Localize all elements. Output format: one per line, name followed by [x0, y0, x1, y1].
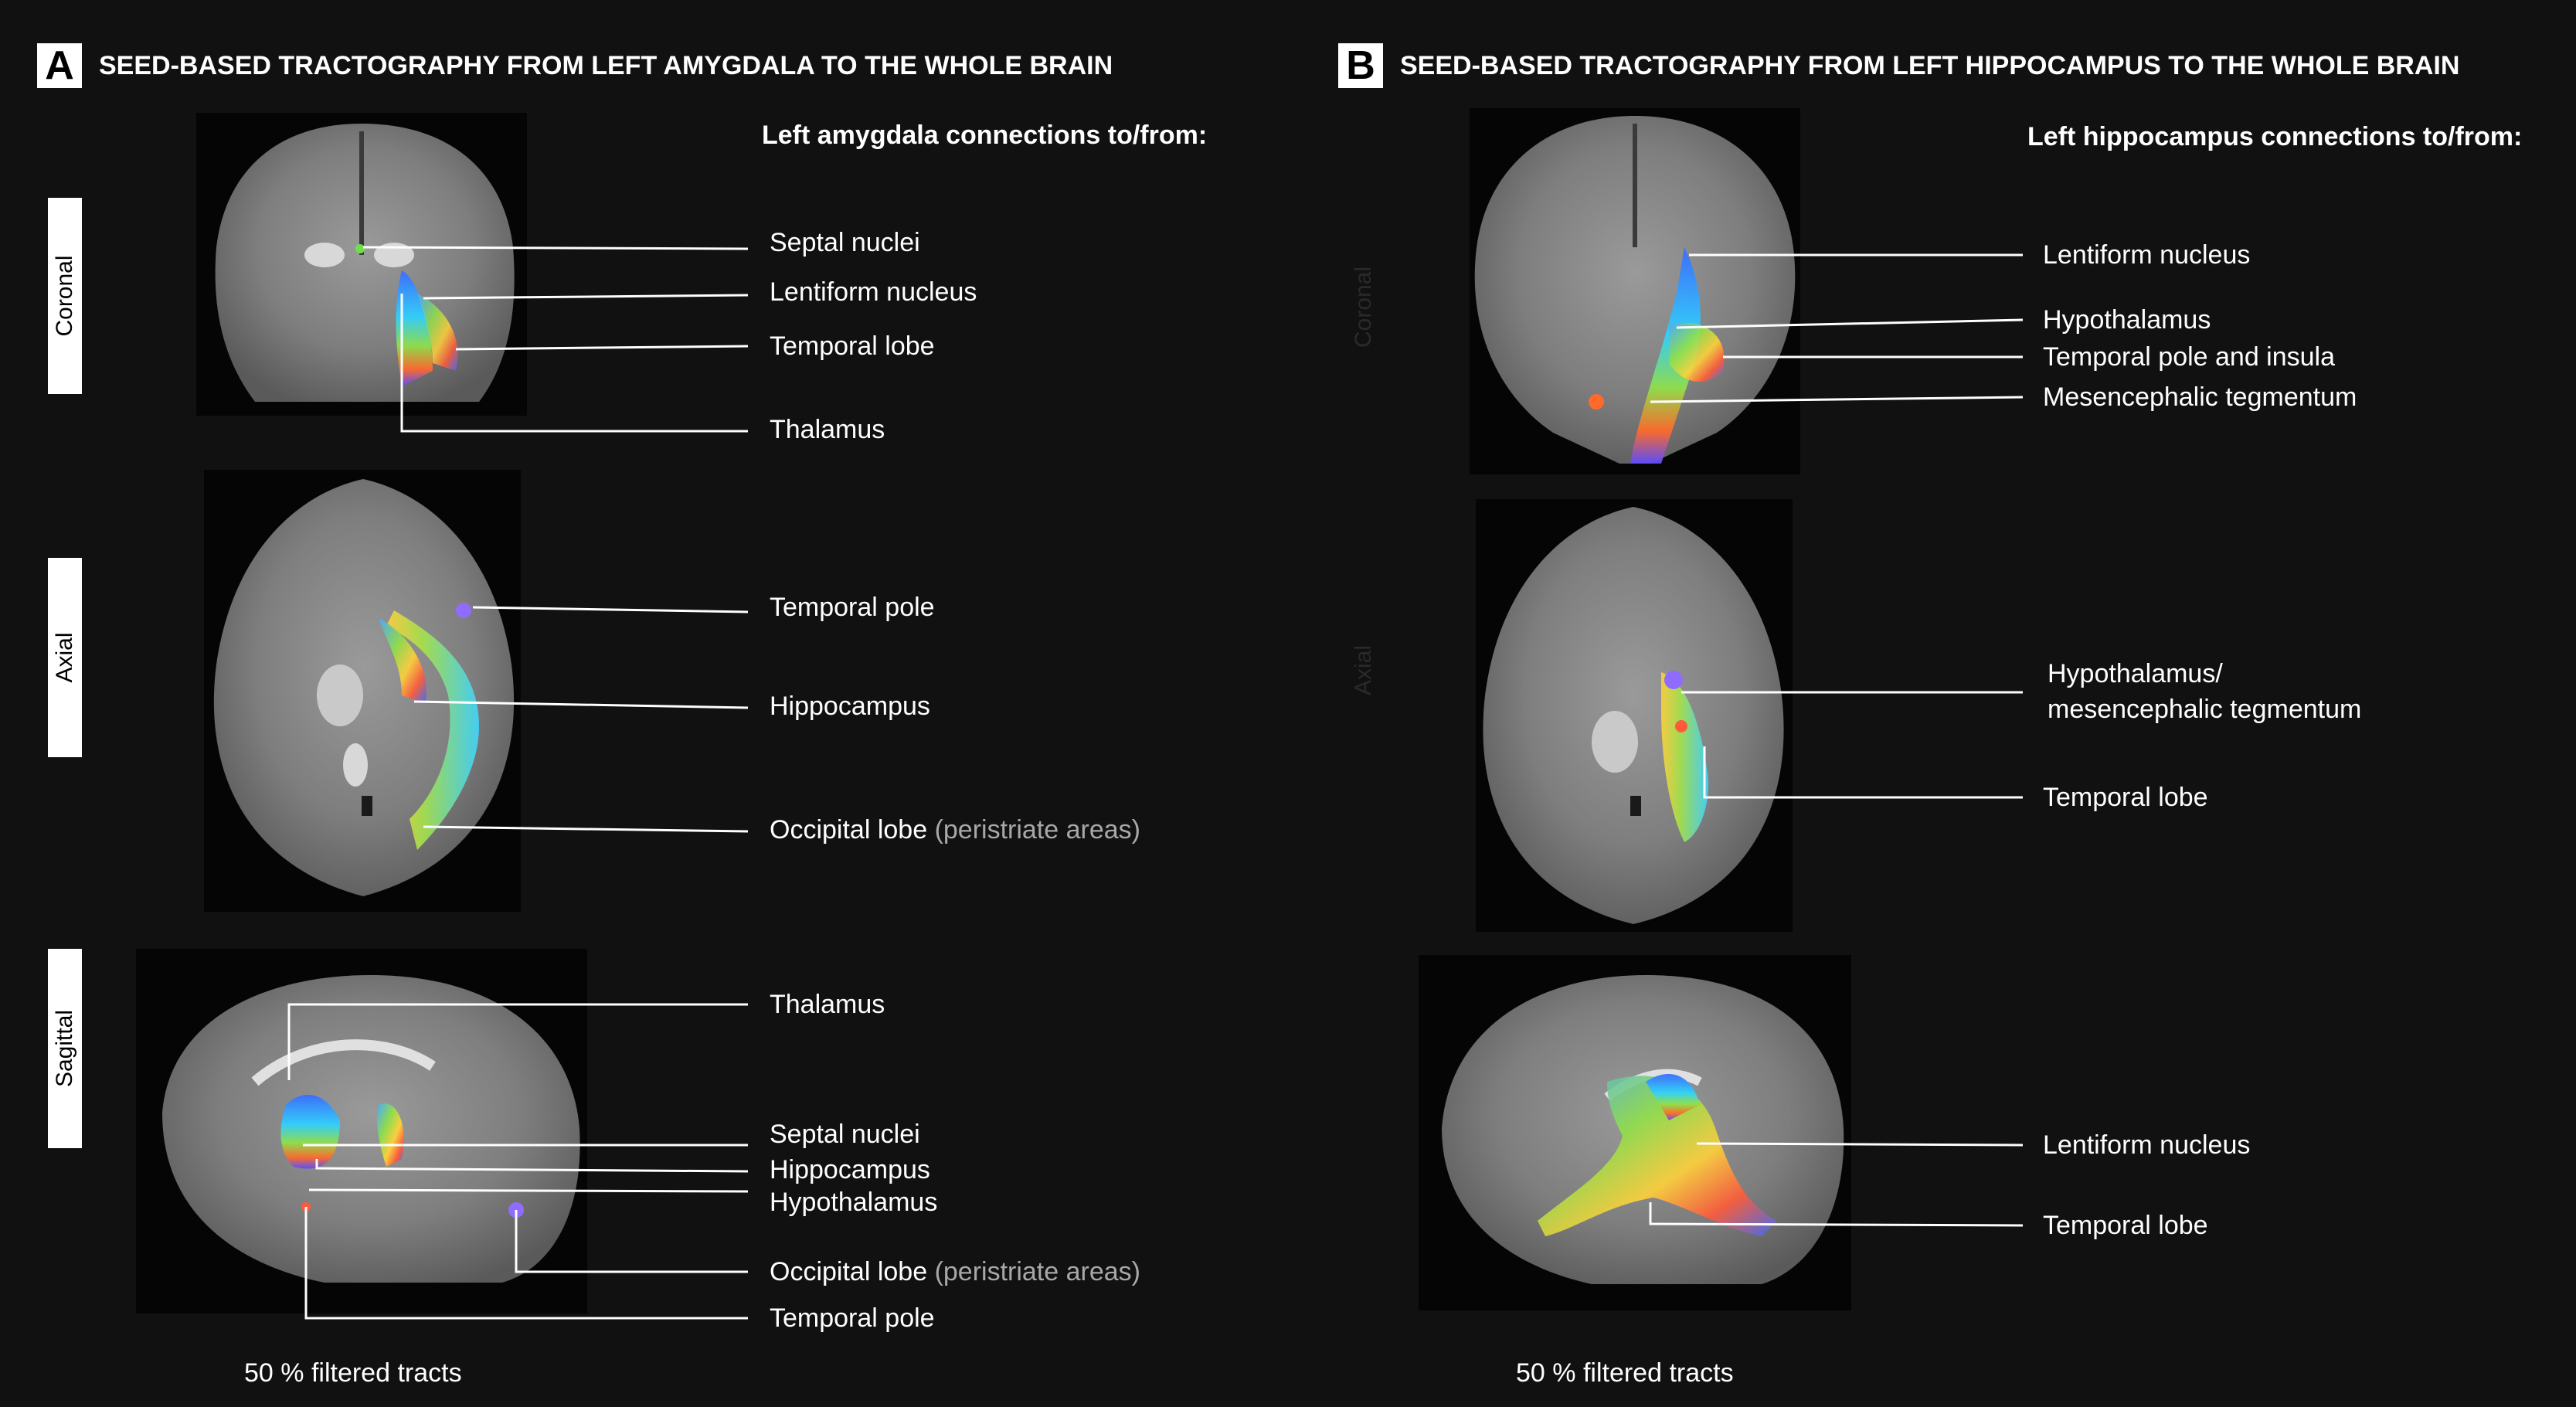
label-b-lentiform-nucleus: Lentiform nucleus — [2043, 240, 2251, 270]
panel-a-footer: 50 % filtered tracts — [244, 1358, 462, 1388]
panel-b-connections-heading: Left hippocampus connections to/from: — [2027, 122, 2523, 151]
label-b-hypothalamus-mesencephalic-line1: Hypothalamus/ — [2048, 659, 2223, 688]
panel-a-title: SEED-BASED TRACTOGRAPHY FROM LEFT AMYGDA… — [99, 51, 1113, 80]
panel-b-axial-image — [1476, 499, 1793, 932]
label-a-temporal-pole: Temporal pole — [770, 593, 935, 622]
label-b-sag-temporal-lobe: Temporal lobe — [2043, 1211, 2208, 1240]
view-tag-coronal: Coronal — [48, 198, 82, 394]
panel-a-sagittal-image — [136, 949, 587, 1314]
panel-b-letter: B — [1338, 43, 1383, 88]
label-a-lentiform-nucleus: Lentiform nucleus — [770, 277, 977, 307]
view-tag-axial: Axial — [48, 558, 82, 757]
panel-a-letter: A — [37, 43, 82, 88]
label-a-sag-thalamus: Thalamus — [770, 990, 885, 1019]
panel-a-coronal-image — [196, 113, 527, 416]
label-a-occipital-lobe-axial: Occipital lobe (peristriate areas) — [770, 815, 1140, 845]
label-b-hypothalamus-mesencephalic-line2: mesencephalic tegmentum — [2048, 695, 2362, 724]
panel-b-leader-lines — [1649, 253, 2024, 1227]
panel-b-coronal-image — [1470, 108, 1800, 474]
label-a-sag-hypothalamus: Hypothalamus — [770, 1188, 938, 1217]
label-a-hippocampus: Hippocampus — [770, 692, 930, 721]
label-b-sag-lentiform-nucleus: Lentiform nucleus — [2043, 1130, 2251, 1160]
panel-b-title: SEED-BASED TRACTOGRAPHY FROM LEFT HIPPOC… — [1400, 51, 2460, 80]
panel-b-footer: 50 % filtered tracts — [1516, 1358, 1734, 1388]
view-tag-sagittal: Sagittal — [48, 949, 82, 1148]
panel-a-axial-image — [204, 470, 521, 912]
label-a-thalamus: Thalamus — [770, 415, 885, 444]
label-a-temporal-lobe: Temporal lobe — [770, 331, 935, 361]
label-a-sag-hippocampus: Hippocampus — [770, 1155, 930, 1184]
label-a-septal-nuclei: Septal nuclei — [770, 228, 920, 257]
label-b-hypothalamus: Hypothalamus — [2043, 305, 2211, 335]
label-a-sag-occipital-lobe: Occipital lobe (peristriate areas) — [770, 1257, 1140, 1286]
label-b-temporal-lobe-axial: Temporal lobe — [2043, 783, 2208, 812]
panel-b-sagittal-image — [1419, 955, 1851, 1310]
label-b-mesencephalic-tegmentum: Mesencephalic tegmentum — [2043, 382, 2357, 412]
panel-a-connections-heading: Left amygdala connections to/from: — [762, 121, 1208, 150]
label-a-sag-septal-nuclei: Septal nuclei — [770, 1120, 920, 1149]
label-a-sag-temporal-pole: Temporal pole — [770, 1303, 935, 1333]
label-b-temporal-pole-insula: Temporal pole and insula — [2043, 342, 2336, 372]
panel-a-leader-lines — [287, 246, 749, 1320]
